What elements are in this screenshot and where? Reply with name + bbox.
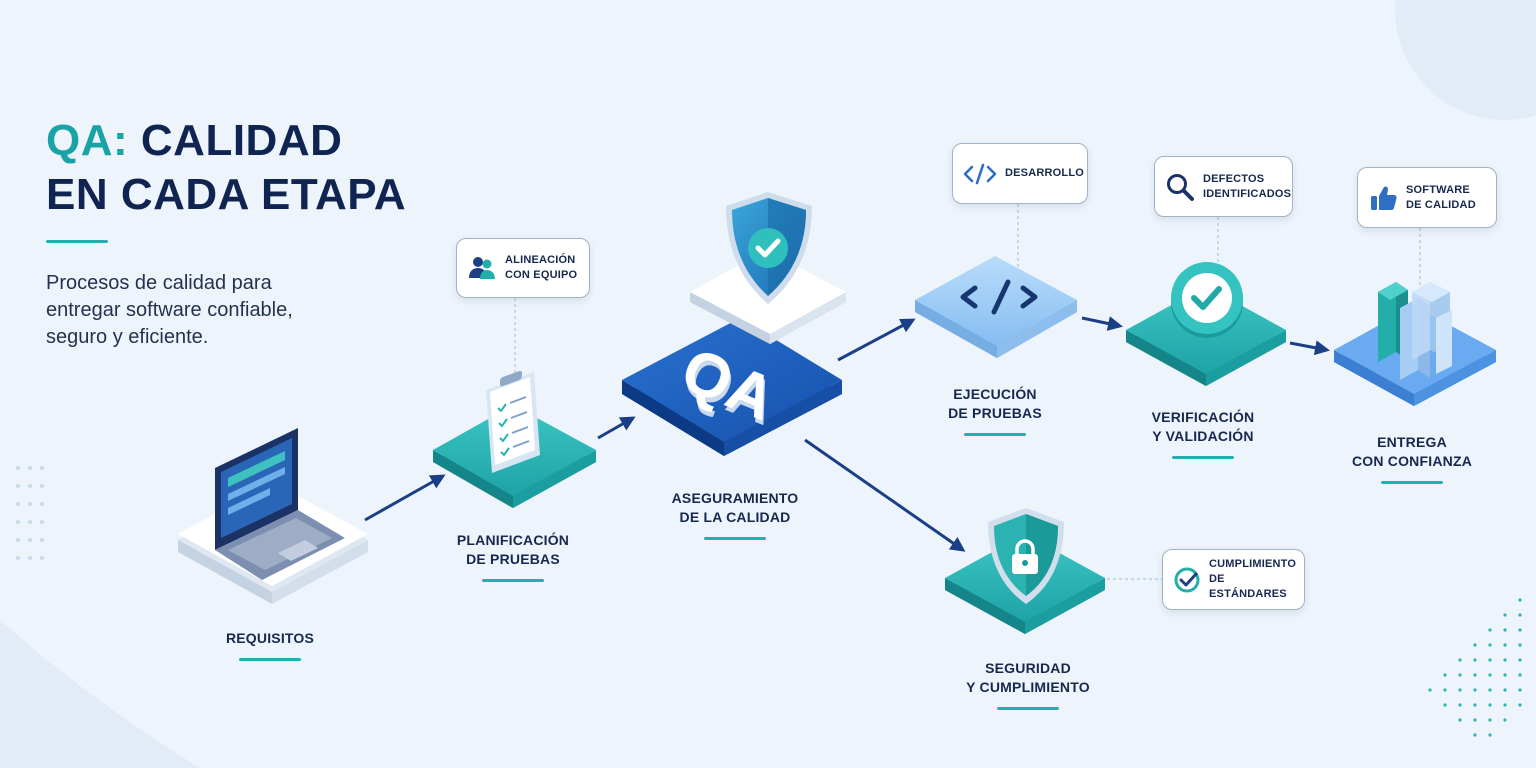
- bg-blob-top-right: [1395, 0, 1536, 120]
- bar-chart-icon: [1378, 282, 1452, 380]
- code-icon: [963, 163, 997, 184]
- code-icon: [960, 279, 1038, 315]
- stage-label-line: ENTREGA: [1377, 434, 1447, 450]
- label-underline: [964, 433, 1026, 436]
- stage-label-planificacion: PLANIFICACIÓN DE PRUEBAS: [438, 531, 588, 582]
- callout-alineacion: ALINEACIÓN CON EQUIPO: [456, 238, 590, 298]
- callout-cumplimiento: CUMPLIMIENTO DE ESTÁNDARES: [1162, 549, 1305, 610]
- callout-line: CON EQUIPO: [505, 269, 578, 281]
- label-underline: [239, 658, 301, 661]
- callout-desarrollo: DESARROLLO: [952, 143, 1088, 204]
- stage-label-entrega: ENTREGA CON CONFIANZA: [1337, 433, 1487, 484]
- stage-label-line: ASEGURAMIENTO: [671, 490, 799, 506]
- callout-line: DEFECTOS: [1203, 172, 1265, 185]
- check-badge-icon: [1171, 262, 1243, 338]
- dot-grid-right: [1428, 598, 1522, 737]
- title-line1: CALIDAD: [140, 116, 343, 165]
- callout-line: CUMPLIMIENTO: [1209, 558, 1297, 570]
- callout-line: DESARROLLO: [1005, 167, 1084, 179]
- qa-block: [622, 318, 842, 456]
- stage-label-line: VERIFICACIÓN: [1151, 409, 1255, 425]
- stage-label-line: Y VALIDACIÓN: [1152, 428, 1254, 444]
- page-title: QA: CALIDAD EN CADA ETAPA: [46, 114, 406, 222]
- laptop-icon: [215, 428, 345, 580]
- callout-line: ALINEACIÓN: [505, 254, 576, 266]
- shield-lock-icon: [988, 508, 1064, 604]
- stage-label-verificacion: VERIFICACIÓN Y VALIDACIÓN: [1128, 408, 1278, 459]
- stage-label-line: DE PRUEBAS: [466, 551, 560, 567]
- title-underline: [46, 240, 108, 243]
- label-underline: [1172, 456, 1234, 459]
- callout-line: DE CALIDAD: [1406, 198, 1476, 211]
- title-accent: QA:: [46, 116, 129, 165]
- stage-label-line: PLANIFICACIÓN: [456, 532, 570, 548]
- stage-label-line: DE LA CALIDAD: [679, 509, 791, 525]
- title-line2: EN CADA ETAPA: [46, 170, 407, 219]
- stage-label-line: DE PRUEBAS: [948, 405, 1042, 421]
- stage-label-line: SEGURIDAD: [985, 660, 1071, 676]
- stage-label-line: Y CUMPLIMIENTO: [966, 679, 1090, 695]
- arrow-verificacion-entrega: [1289, 340, 1330, 356]
- label-underline: [1381, 481, 1443, 484]
- label-underline: [482, 579, 544, 582]
- shield-check-icon: [726, 192, 812, 304]
- stage-label-seguridad: SEGURIDAD Y CUMPLIMIENTO: [948, 659, 1108, 710]
- arrow-requisitos-planificacion: [364, 474, 446, 522]
- clipboard-icon: [486, 370, 540, 473]
- callout-line: IDENTIFICADOS: [1203, 187, 1292, 200]
- dot-grid-left: [16, 466, 44, 560]
- team-icon: [469, 257, 495, 279]
- stage-label-line: EJECUCIÓN: [953, 386, 1037, 402]
- stage-label-line: CON CONFIANZA: [1351, 453, 1473, 469]
- bg-blob-bottom-left: [0, 620, 200, 768]
- stage-label-aseguramiento: ASEGURAMIENTO DE LA CALIDAD: [660, 489, 810, 540]
- label-underline: [997, 707, 1059, 710]
- arrow-planificacion-qa: [597, 416, 636, 440]
- flow-arrows: [364, 316, 1330, 552]
- arrow-qa-ejecucion: [837, 318, 916, 362]
- callout-line: SOFTWARE: [1406, 183, 1470, 196]
- callout-defectos: DEFECTOS IDENTIFICADOS: [1154, 156, 1293, 217]
- arrow-qa-seguridad: [804, 438, 966, 552]
- callout-software: SOFTWARE DE CALIDAD: [1357, 167, 1497, 228]
- stage-label-line: REQUISITOS: [225, 630, 315, 646]
- magnifier-icon: [1167, 173, 1194, 201]
- stage-label-ejecucion: EJECUCIÓN DE PRUEBAS: [920, 385, 1070, 436]
- stage-label-requisitos: REQUISITOS: [200, 629, 340, 661]
- label-underline: [704, 537, 766, 540]
- arrow-ejecucion-verificacion: [1081, 316, 1123, 331]
- page-subtitle: Procesos de calidad para entregar softwa…: [46, 272, 293, 348]
- check-circle-icon: [1174, 567, 1200, 592]
- thumbs-up-icon: [1371, 186, 1397, 210]
- callout-line: DE ESTÁNDARES: [1209, 573, 1287, 600]
